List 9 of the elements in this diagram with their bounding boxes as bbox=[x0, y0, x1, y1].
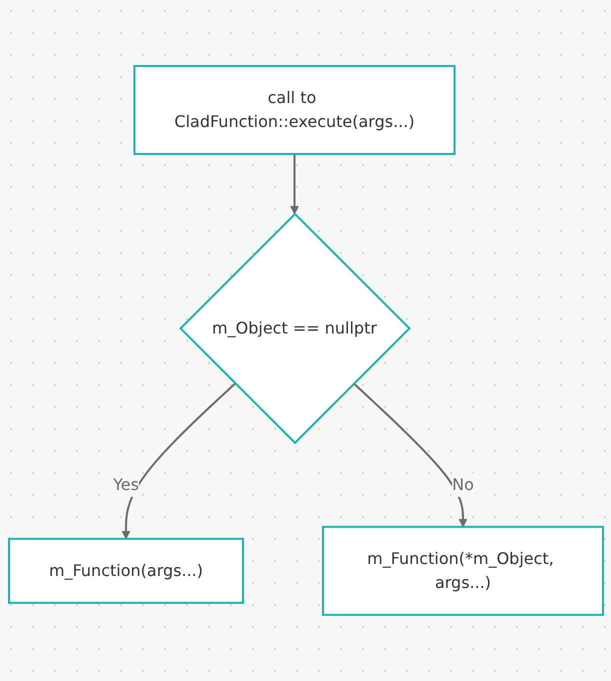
node-diamond: m_Object == nullptr bbox=[178, 212, 410, 444]
edge-label: Yes bbox=[112, 474, 138, 494]
edge-label: No bbox=[452, 474, 474, 494]
arrow bbox=[121, 382, 236, 540]
arrow bbox=[352, 382, 467, 528]
node-box: call to CladFunction::execute(args...) bbox=[132, 65, 456, 156]
arrow bbox=[290, 154, 298, 214]
node-box: m_Function(args...) bbox=[8, 538, 244, 604]
node-box: m_Function(*m_Object, args...) bbox=[321, 526, 604, 616]
